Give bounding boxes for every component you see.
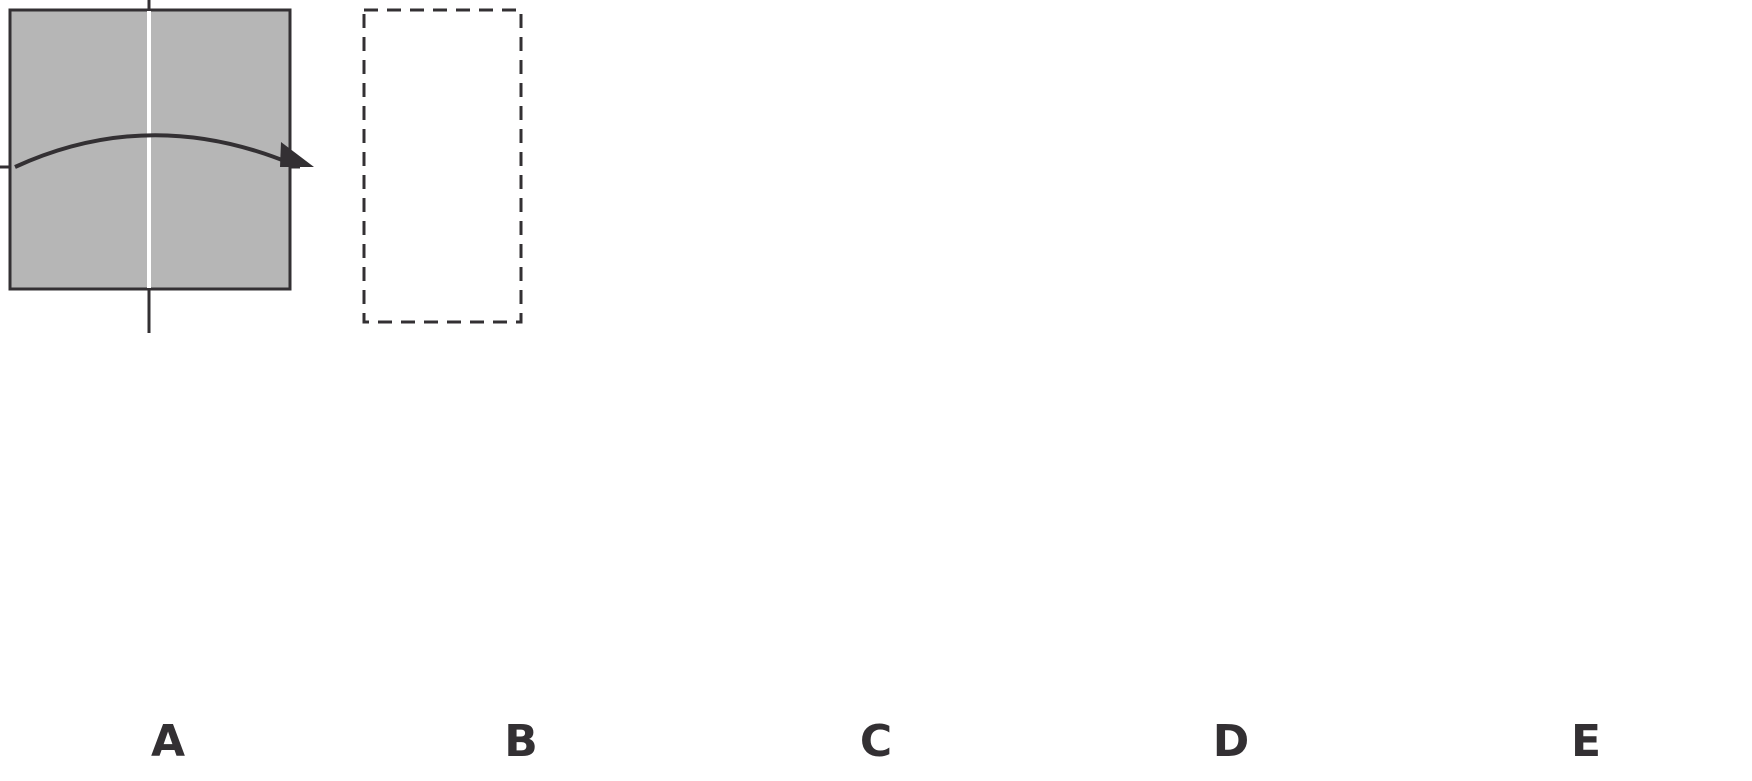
fold-arrow-icon xyxy=(14,133,314,169)
option-label-e: E xyxy=(1571,716,1601,767)
option-label-b: B xyxy=(504,716,538,767)
option-label-a: A xyxy=(151,716,185,767)
unfolded-outline-dashed xyxy=(362,8,523,324)
option-label-d: D xyxy=(1213,716,1250,767)
option-label-c: C xyxy=(860,716,892,767)
step-1-fold-panel xyxy=(0,0,314,333)
step-2-punch-panel xyxy=(362,8,523,324)
